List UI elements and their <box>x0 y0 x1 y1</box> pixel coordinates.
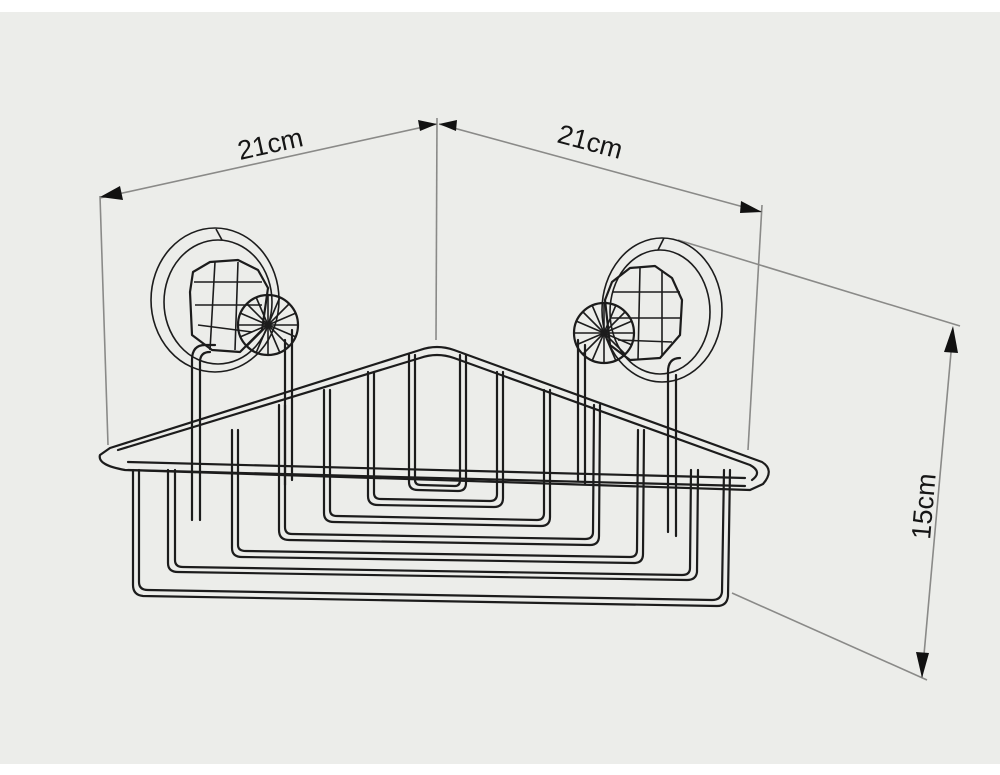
left-suction-cup <box>150 227 300 522</box>
dimension-label-left: 21cm <box>235 122 306 166</box>
dimension-label-height: 15cm <box>906 472 942 540</box>
arrowhead-icon <box>944 326 958 353</box>
basket-top-rim <box>98 345 770 492</box>
arrowhead-icon <box>916 652 929 678</box>
basket-floor-wires <box>131 353 732 608</box>
dimension-height: 15cm <box>677 239 961 681</box>
dimension-right-width: 21cm <box>438 119 763 451</box>
arrowhead-icon <box>740 201 762 213</box>
arrowhead-icon <box>418 120 437 131</box>
right-suction-cup <box>572 237 723 538</box>
arrowhead-icon <box>100 186 123 200</box>
wire-basket <box>98 345 770 608</box>
diagram-canvas: 21cm 21cm 15cm <box>0 12 1000 764</box>
caddy-drawing: 21cm 21cm 15cm <box>98 117 961 681</box>
arrowhead-icon <box>439 120 457 131</box>
